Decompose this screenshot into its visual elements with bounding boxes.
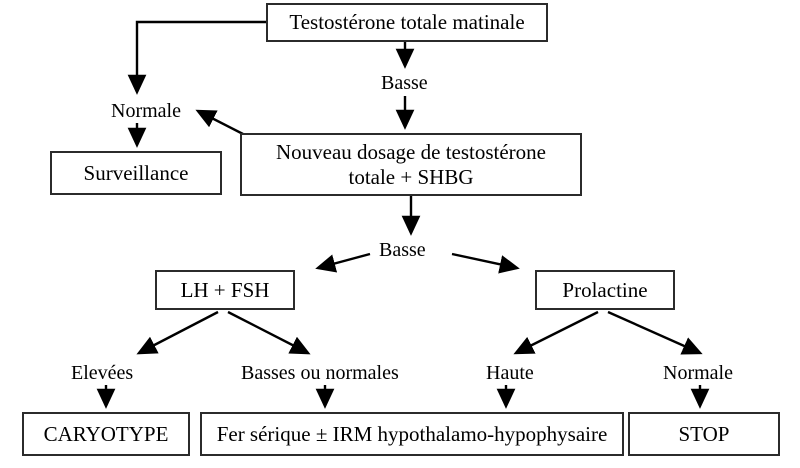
edge-top-to-normale	[127, 20, 266, 95]
node-caryotype[interactable]: CARYOTYPE	[22, 412, 190, 456]
node-stop[interactable]: STOP	[628, 412, 780, 456]
node-testosterone-totale-matinale[interactable]: Testostérone totale matinale	[266, 3, 548, 42]
node-label: Testostérone totale matinale	[289, 10, 525, 35]
node-label: Fer sérique ± IRM hypothalamo-hypophysai…	[216, 421, 608, 446]
edge-prolactine-to-haute	[513, 310, 599, 355]
node-prolactine[interactable]: Prolactine	[535, 270, 675, 310]
edge-basse2-to-prolactine	[451, 252, 520, 274]
edge-basse2-to-lhfsh	[315, 252, 371, 273]
node-label: Prolactine	[562, 277, 648, 302]
edge-lhfsh-to-basses-ou-normales	[227, 310, 311, 355]
node-label: Surveillance	[83, 160, 189, 185]
node-fer-serique-irm-hypothalamo-hypophysaire[interactable]: Fer sérique ± IRM hypothalamo-hypophysai…	[200, 412, 624, 456]
edge-label-basses-ou-normales: Basses ou normales	[238, 362, 402, 385]
edge-prolactine-to-normale	[607, 310, 703, 355]
node-surveillance[interactable]: Surveillance	[50, 151, 222, 195]
node-label: STOP	[678, 421, 730, 446]
node-label: CARYOTYPE	[43, 421, 169, 446]
edge-label-basse-top: Basse	[378, 72, 431, 95]
node-lh-fsh[interactable]: LH + FSH	[155, 270, 295, 310]
node-label: LH + FSH	[180, 277, 270, 302]
node-nouveau-dosage-testosterone-shbg[interactable]: Nouveau dosage de testostérone totale + …	[240, 133, 582, 196]
edge-label-normale-top: Normale	[108, 100, 184, 123]
edge-lhfsh-to-elevees	[136, 310, 219, 355]
edge-label-elevees: Elevées	[68, 362, 137, 385]
node-label: Nouveau dosage de testostérone totale + …	[276, 139, 546, 189]
edge-label-normale-prolactine: Normale	[660, 362, 736, 385]
edge-label-haute: Haute	[483, 362, 537, 385]
edge-redo-to-normale	[195, 109, 244, 136]
edge-label-basse-second: Basse	[376, 239, 429, 262]
